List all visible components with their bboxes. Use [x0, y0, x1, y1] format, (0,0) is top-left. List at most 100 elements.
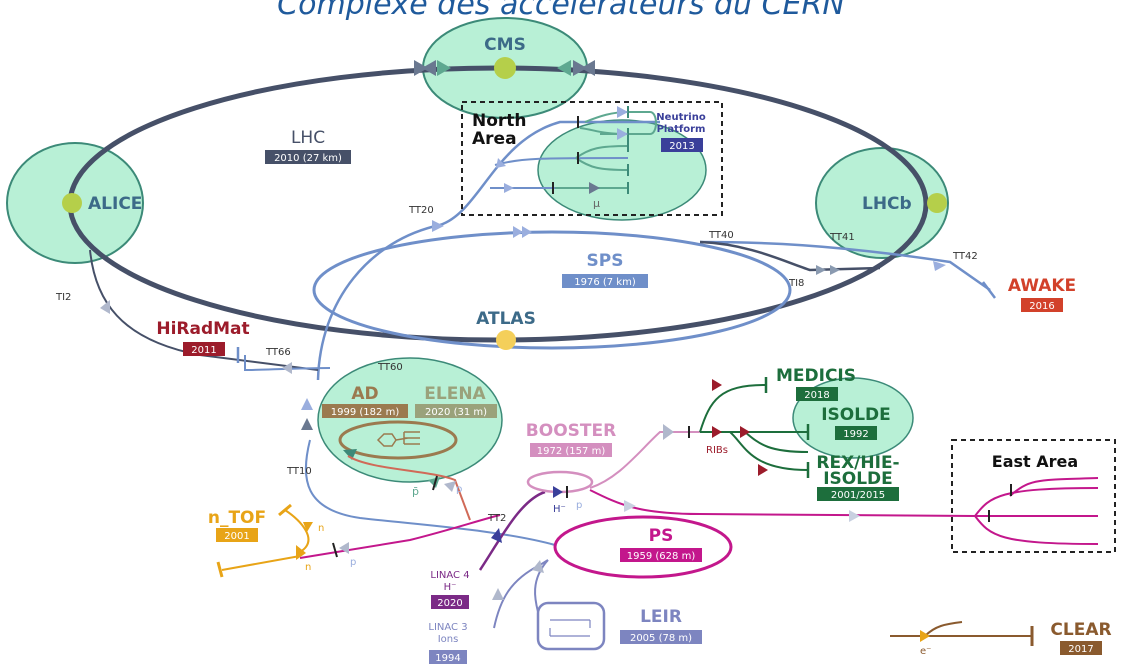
east-area-arrow-2 [849, 510, 860, 522]
hiradmat-label: HiRadMat [156, 319, 249, 339]
ntof-stopper-2 [278, 503, 292, 517]
lhcb-label: LHCb [862, 194, 912, 214]
cms-interaction-point [494, 57, 516, 79]
east-area-branches [974, 477, 1099, 545]
ti8-arrows [816, 265, 840, 275]
atlas-label: ATLAS [476, 309, 536, 329]
medicis-badge-bg [796, 387, 838, 401]
linac3-badge-bg [429, 650, 467, 664]
linac3-arrow [492, 588, 504, 600]
tt41-label: TT41 [829, 232, 855, 243]
proton-main-line [299, 514, 501, 559]
atlas-interaction-point [496, 330, 516, 350]
ad-elena-bubble[interactable] [317, 357, 503, 483]
clear-badge: 2017 [1068, 644, 1093, 655]
ntof-kicker [332, 542, 338, 558]
ntof-stopper-1 [216, 561, 224, 578]
sps-ring[interactable] [312, 230, 792, 350]
tt2-label: TT2 [487, 513, 506, 524]
tt42-label: TT42 [952, 251, 978, 262]
ad-ring[interactable] [338, 420, 458, 460]
leir-ring[interactable] [536, 601, 606, 651]
leir-inner-path [549, 619, 591, 637]
cms-beam-arrows [437, 60, 571, 76]
north-area-label-2: Area [472, 129, 517, 149]
ti2-arrow [100, 300, 110, 314]
tt10-arrow-1 [301, 398, 313, 410]
elena-badge-bg [415, 404, 497, 418]
hminus-label: H⁻ [553, 504, 566, 515]
ps-badge-bg [620, 548, 702, 562]
ad-kicker [432, 475, 438, 491]
tt41-line [699, 240, 991, 292]
eminus-label: e⁻ [920, 646, 931, 657]
clear-arrow [920, 630, 930, 642]
east-area-label: East Area [992, 452, 1078, 471]
clear-beamline [890, 621, 1032, 637]
ntof-label: n_TOF [208, 508, 266, 528]
leir-label: LEIR [640, 607, 682, 627]
booster-in-arrow [553, 486, 563, 498]
north-area-label-1: North [472, 111, 527, 131]
neutrino-label-2: Platform [657, 124, 706, 135]
tt66-line [244, 355, 331, 372]
lhcb-interaction-point [927, 193, 947, 213]
ad-label: AD [351, 384, 378, 404]
isolde-badge: 1992 [843, 429, 868, 440]
p-label-2: p [576, 500, 582, 511]
linac4-label-2: H⁻ [444, 582, 457, 593]
lhc-arrows [414, 60, 595, 76]
east-area-kickers [988, 484, 1012, 522]
tt40-label: TT40 [708, 230, 734, 241]
sps-badge: 1976 (7 km) [574, 277, 636, 288]
rex-label-1: REX/HIE- [816, 453, 899, 473]
cms-label: CMS [484, 35, 526, 55]
clear-badge-bg [1060, 641, 1102, 655]
linac4-badge-bg [431, 595, 469, 609]
ntof-badge: 2001 [224, 531, 249, 542]
elena-ring-symbol [376, 431, 420, 447]
linac3-label-1: LINAC 3 [428, 622, 467, 633]
east-area-line [589, 489, 976, 517]
leir-ring-line [534, 559, 549, 613]
ntof-badge-bg [216, 528, 258, 542]
p-arrow-ad [444, 481, 456, 492]
ti2-label: TI2 [55, 292, 71, 303]
sps-label: SPS [587, 251, 624, 271]
p-label-1: p [456, 484, 462, 495]
neutrino-badge-bg [661, 138, 703, 152]
ntof-n-arrow-1 [296, 545, 306, 560]
rex-badge-bg [817, 487, 899, 501]
east-area-box[interactable] [951, 439, 1116, 553]
tt20-arrow [432, 220, 444, 232]
awake-badge: 2016 [1029, 301, 1054, 312]
lhc-badge-bg [265, 150, 351, 164]
lhc-label: LHC [291, 128, 325, 148]
p-label-3: p [350, 557, 356, 568]
rex-label-2: ISOLDE [823, 469, 893, 489]
ribs-label: RIBs [706, 445, 728, 456]
neutrino-badge: 2013 [669, 141, 694, 152]
booster-ring[interactable] [526, 470, 594, 494]
north-area-arrow-5 [496, 158, 506, 168]
linac3-badge: 1994 [435, 653, 460, 664]
neutrino-label-1: Neutrino [656, 112, 706, 123]
booster-isolde-arrow [663, 424, 674, 440]
linac3-label-2: Ions [438, 634, 459, 645]
ps-ring[interactable] [553, 515, 733, 579]
north-area-box[interactable] [461, 101, 723, 216]
isolde-label: ISOLDE [821, 405, 891, 425]
ad-out-arrow [343, 449, 357, 460]
ntof-n-label-1: n [318, 523, 324, 534]
leir-arrow [532, 560, 544, 573]
linac4-label-1: LINAC 4 [430, 570, 469, 581]
tt10-label: TT10 [286, 466, 312, 477]
alice-label: ALICE [88, 194, 142, 214]
medicis-label: MEDICIS [776, 366, 856, 386]
hiradmat-badge-bg [183, 342, 225, 356]
pbar-label: p̄ [412, 485, 419, 498]
north-area-arrow-2 [589, 182, 600, 194]
ntof-n-label-2: n [305, 562, 311, 573]
ad-badge-bg [322, 404, 408, 418]
